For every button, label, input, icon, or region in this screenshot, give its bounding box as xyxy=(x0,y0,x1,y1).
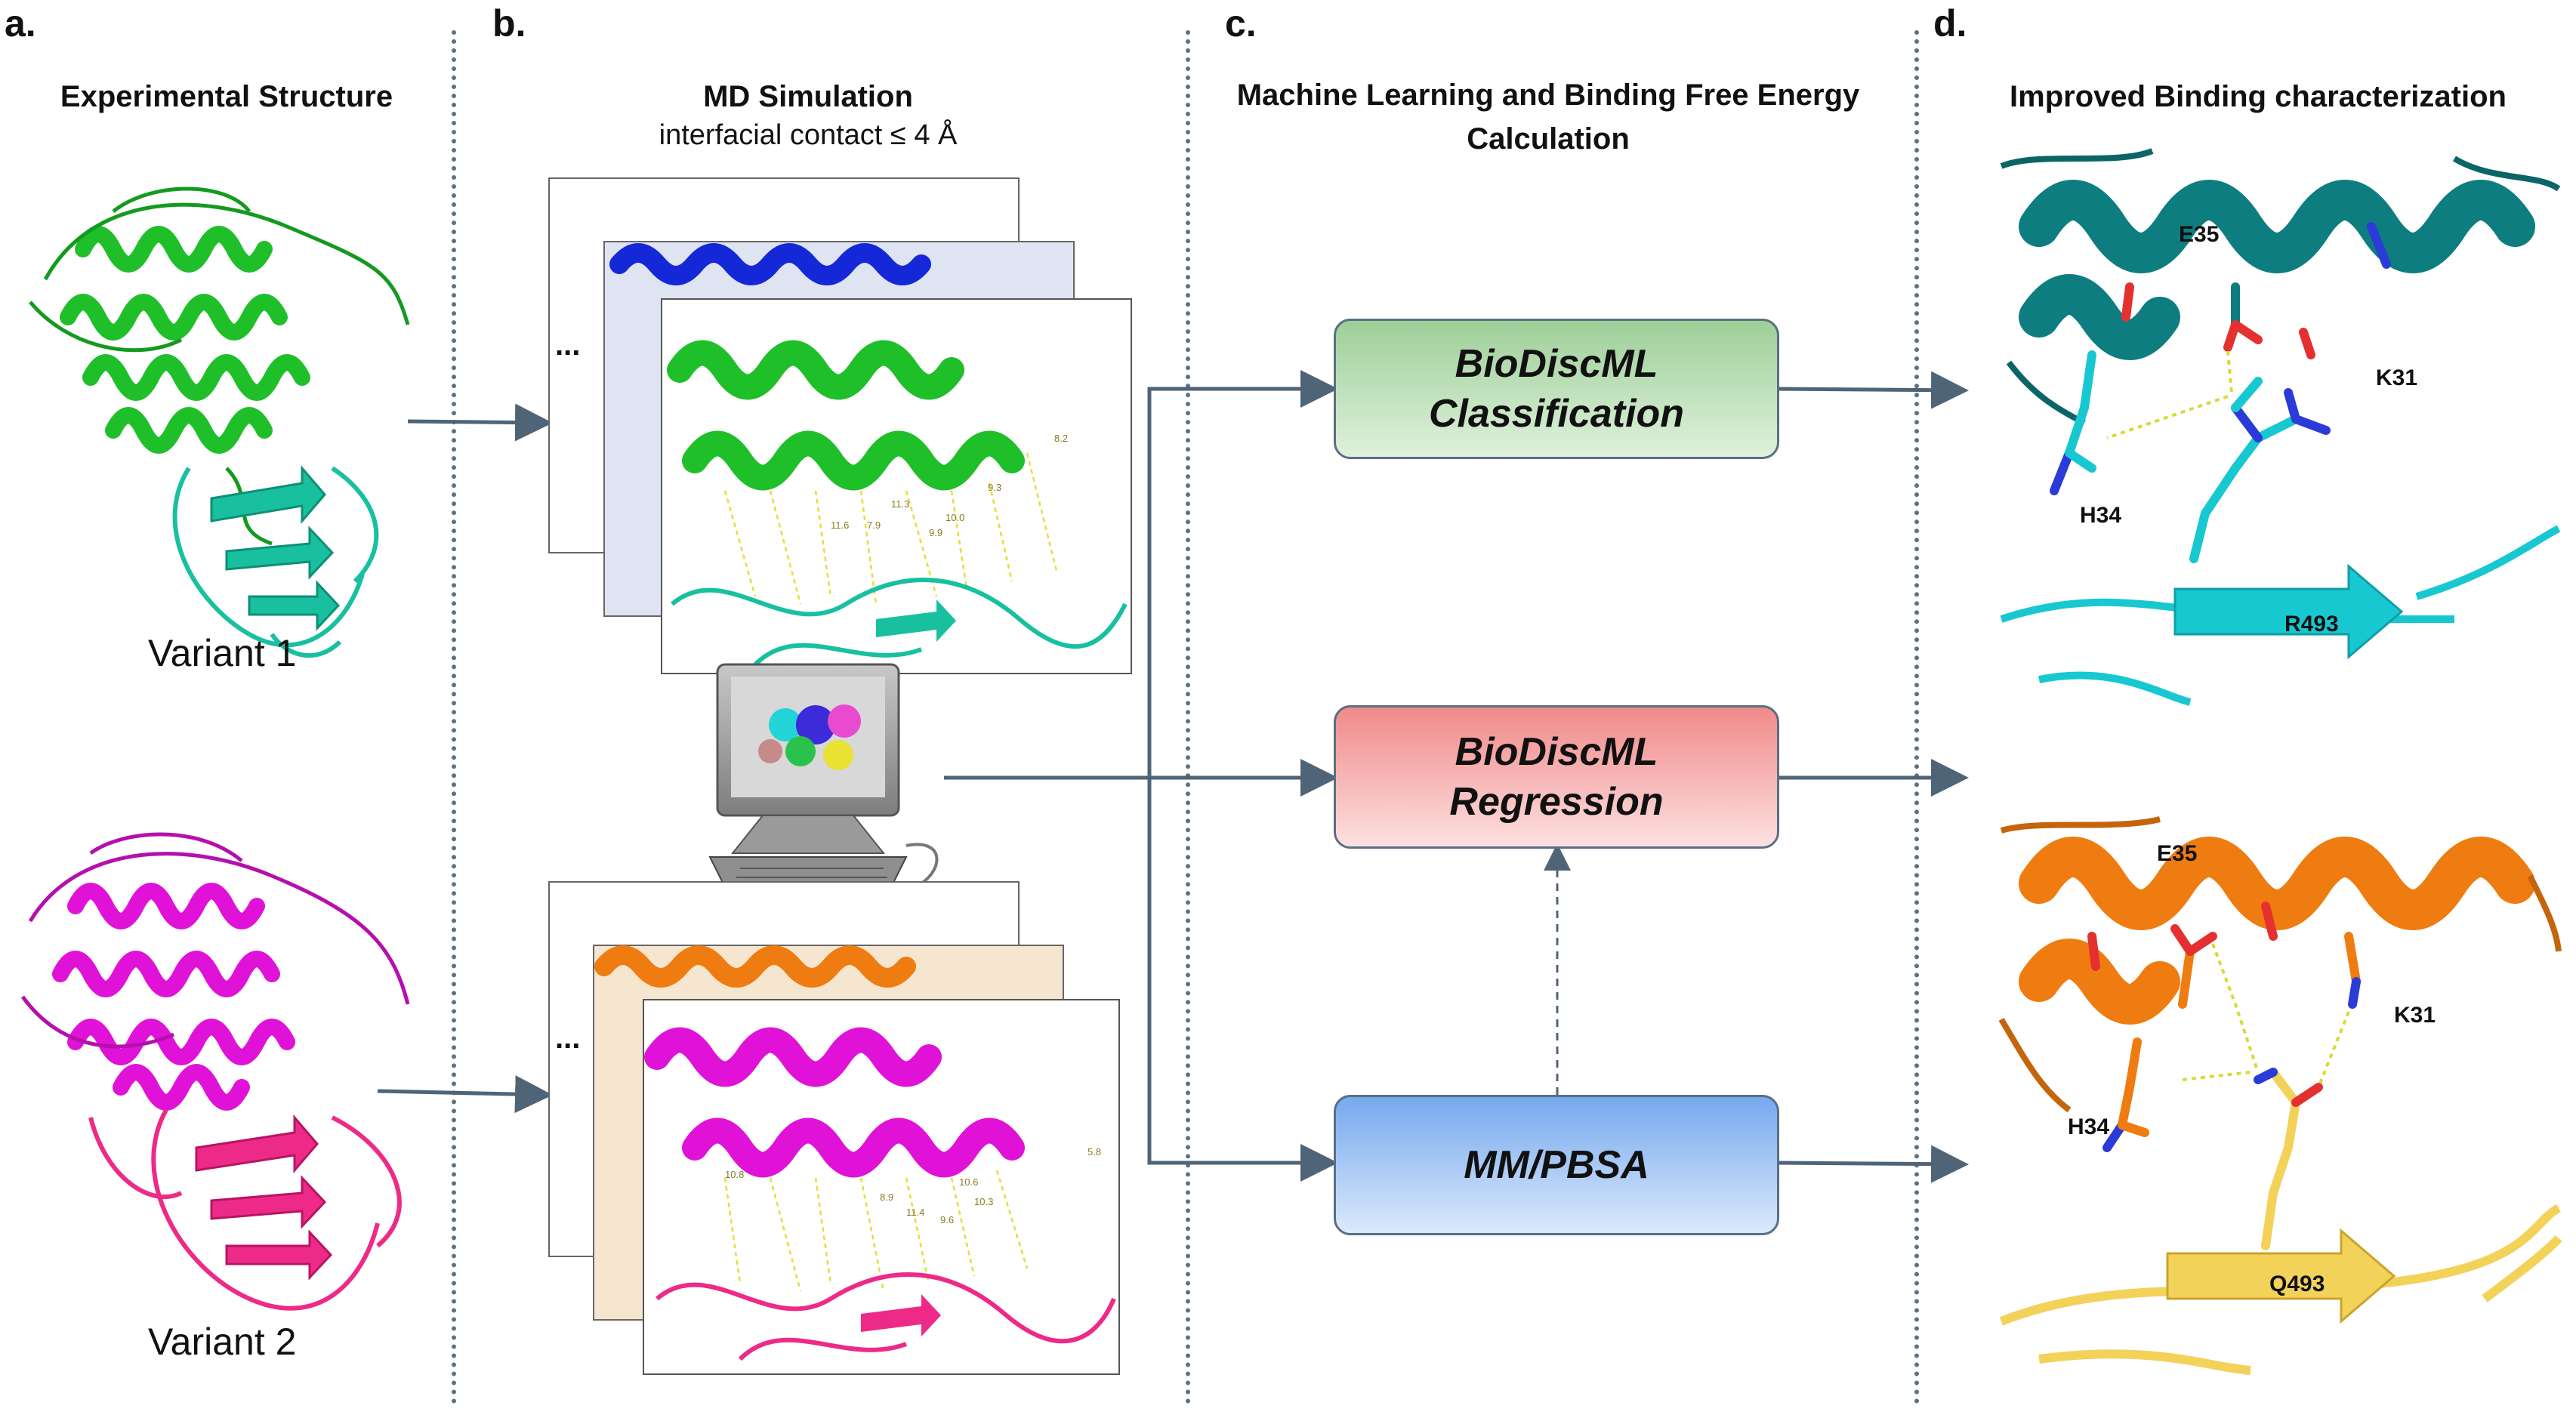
contact-label-10: 10.3 xyxy=(974,1196,993,1207)
box-biodiscml-classification: BioDiscML Classification xyxy=(1334,319,1779,459)
label-bottom-h34: H34 xyxy=(2068,1114,2109,1139)
connector-models-to-characterization xyxy=(1775,371,1969,1183)
label-bottom-q493: Q493 xyxy=(2269,1272,2325,1296)
computer-icon xyxy=(708,663,939,888)
contact-label-8: 9.6 xyxy=(940,1214,954,1225)
ellipsis-top: ... xyxy=(555,328,580,362)
panel-letter-c: c. xyxy=(1225,2,1257,45)
contact-label-11: 10.6 xyxy=(959,1176,978,1188)
arrow-variant1-to-md xyxy=(407,403,553,442)
label-bottom-k31: K31 xyxy=(2394,1003,2436,1028)
heading-md-simulation: MD Simulation xyxy=(703,80,913,113)
label-top-r493: R493 xyxy=(2284,612,2339,637)
contact-label-9: 11.4 xyxy=(906,1207,924,1218)
box-mmpbsa-line1: MM/PBSA xyxy=(1464,1143,1649,1187)
contact-label-1: 7.9 xyxy=(867,519,881,531)
contact-label-3: 9.9 xyxy=(929,527,942,538)
divider-bc xyxy=(1186,30,1190,1404)
divider-cd xyxy=(1914,30,1919,1404)
contact-label-12: 8.9 xyxy=(880,1191,893,1203)
connector-computer-to-models xyxy=(944,370,1338,1182)
contact-distance-labels: 11.3 7.9 11.6 9.9 10.0 8.2 9.3 10.8 9.6 … xyxy=(725,433,1101,1225)
binding-structure-top: E35 K31 H34 R493 xyxy=(2000,143,2561,706)
contact-label-13: 5.8 xyxy=(1087,1146,1101,1158)
box-biodiscml-regression: BioDiscML Regression xyxy=(1334,705,1779,849)
contact-label-4: 10.0 xyxy=(946,512,964,523)
panel-letter-b: b. xyxy=(492,2,526,45)
label-top-e35: E35 xyxy=(2179,222,2219,247)
md-snapshot-stack-top xyxy=(548,177,1132,674)
box-mm-pbsa: MM/PBSA xyxy=(1334,1095,1779,1235)
heading-ml-binding-line1: Machine Learning and Binding Free Energy xyxy=(1236,79,1860,112)
panel-letter-a: a. xyxy=(5,2,36,45)
box-regression-line1: BioDiscML xyxy=(1455,730,1658,774)
heading-improved-binding: Improved Binding characterization xyxy=(2010,80,2507,113)
divider-ab xyxy=(452,30,456,1404)
contact-label-0: 11.3 xyxy=(891,498,909,510)
label-variant-1: Variant 1 xyxy=(148,632,297,674)
variant2-protein-structure xyxy=(20,832,410,1311)
box-regression-line2: Regression xyxy=(1449,780,1664,824)
label-bottom-e35: E35 xyxy=(2157,841,2197,866)
ellipsis-bottom: ... xyxy=(555,1022,580,1055)
variant1-protein-structure xyxy=(29,186,410,658)
contact-label-5: 8.2 xyxy=(1054,433,1068,444)
label-variant-2: Variant 2 xyxy=(148,1321,297,1363)
contact-label-7: 10.8 xyxy=(725,1169,744,1180)
binding-structure-bottom: E35 K31 H34 Q493 xyxy=(1998,812,2562,1375)
box-classification-line2: Classification xyxy=(1428,392,1685,436)
box-classification-line1: BioDiscML xyxy=(1455,342,1658,386)
label-top-h34: H34 xyxy=(2080,503,2121,528)
md-snapshot-stack-bottom xyxy=(548,881,1120,1375)
arrow-variant2-to-md xyxy=(377,1075,553,1114)
heading-experimental-structure: Experimental Structure xyxy=(60,80,393,113)
contact-label-6: 9.3 xyxy=(988,482,1001,493)
panel-letter-d: d. xyxy=(1933,2,1967,45)
label-top-k31: K31 xyxy=(2376,365,2417,390)
contact-label-2: 11.6 xyxy=(831,519,849,531)
heading-ml-binding-line2: Calculation xyxy=(1467,122,1630,156)
subtitle-interfacial-contact: interfacial contact ≤ 4 Å xyxy=(659,119,958,151)
